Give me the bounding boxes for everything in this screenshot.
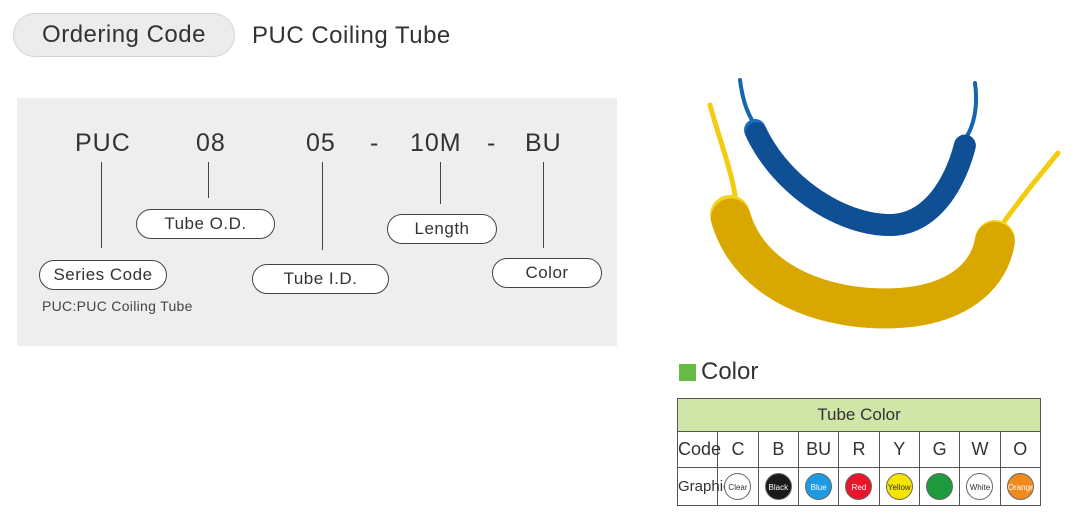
color-graphic-cell: Black xyxy=(757,467,799,506)
id-connector xyxy=(322,162,323,250)
coiling-tube-image xyxy=(707,78,1061,329)
color-graphic-cell: Yellow xyxy=(878,467,920,506)
yellow-coil xyxy=(707,102,1061,329)
color-code-cell: B xyxy=(757,431,799,468)
color-graphic-cell: Clear xyxy=(717,467,759,506)
code-dash-1: - xyxy=(370,129,379,157)
color-heading: Color xyxy=(679,358,758,386)
color-code-cell: Y xyxy=(878,431,920,468)
color-heading-label: Color xyxy=(701,358,759,385)
table-title: Tube Color xyxy=(677,398,1041,432)
color-graphic-cell: White xyxy=(959,467,1001,506)
color-code-cell: O xyxy=(999,431,1042,468)
color-graphic-cell: Red xyxy=(838,467,880,506)
color-graphic-cell: Blue xyxy=(797,467,840,506)
code-dash-2: - xyxy=(487,129,496,157)
green-square-icon xyxy=(679,363,696,381)
code-color: BU xyxy=(525,129,562,157)
code-row-label: Code xyxy=(676,431,721,468)
product-title: PUC Coiling Tube xyxy=(252,22,451,49)
series-note: PUC:PUC Coiling Tube xyxy=(42,298,193,314)
length-connector xyxy=(440,162,441,204)
color-code-cell: G xyxy=(918,431,961,468)
color-graphic-cell: Green xyxy=(918,467,961,506)
code-id: 05 xyxy=(306,129,336,157)
graphic-row-label: Graphic xyxy=(676,467,731,506)
color-connector xyxy=(543,162,544,248)
color-code-cell: W xyxy=(959,431,1001,468)
od-connector xyxy=(208,162,209,198)
code-od: 08 xyxy=(196,129,226,157)
tube-od-tag: Tube O.D. xyxy=(136,209,275,239)
series-connector xyxy=(101,162,102,248)
color-swatch: Red xyxy=(845,473,873,500)
length-tag: Length xyxy=(387,214,497,244)
code-length: 10M xyxy=(410,129,462,157)
ordering-code-pill: Ordering Code xyxy=(13,13,235,57)
color-swatch: Green xyxy=(926,473,954,500)
color-swatch: White xyxy=(966,473,994,500)
blue-coil xyxy=(738,78,979,237)
color-code-cell: R xyxy=(838,431,880,468)
color-code-cell: BU xyxy=(797,431,840,468)
color-swatch: Blue xyxy=(805,473,833,500)
code-series: PUC xyxy=(75,129,131,157)
ordering-code-panel xyxy=(17,98,617,346)
color-swatch: Orange xyxy=(1006,473,1034,500)
series-code-tag: Series Code xyxy=(39,260,167,290)
color-swatch: Yellow xyxy=(885,473,913,500)
color-swatch: Clear xyxy=(724,473,752,500)
color-swatch: Black xyxy=(764,473,792,500)
tube-id-tag: Tube I.D. xyxy=(252,264,389,294)
color-graphic-cell: Orange xyxy=(999,467,1042,506)
color-code-cell: C xyxy=(717,431,759,468)
color-tag: Color xyxy=(492,258,602,288)
